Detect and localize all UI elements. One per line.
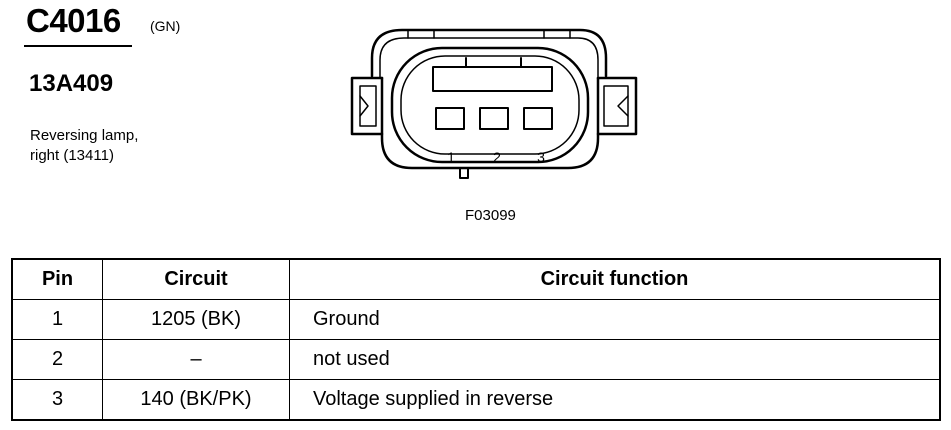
pin-label-3: 3 [537,149,545,165]
terminal-cavity-3 [523,107,553,130]
bottom-key [459,167,469,179]
table-row: 2 – not used [11,339,941,380]
side-tab-right-inner [603,85,629,127]
connector-id-underline [24,45,132,47]
header-pin: Pin [11,258,103,300]
pin-label-1: 1 [447,149,455,165]
connector-color: (GN) [150,18,181,34]
description: Reversing lamp, right (13411) [30,126,138,166]
table-row: 3 140 (BK/PK) Voltage supplied in revers… [11,379,941,421]
table-header-row: Pin Circuit Circuit function [11,258,941,300]
connector-id: C4016 [26,2,121,39]
description-line-1: Reversing lamp, [30,127,139,144]
header-circuit-function: Circuit function [289,258,941,300]
connector-cavity [400,55,580,155]
description-line-2: right (13411) [30,147,114,164]
latch-right [543,29,571,39]
table-row: 1 1205 (BK) Ground [11,299,941,340]
connector-housing [390,46,590,164]
side-tab-right-detail [617,95,629,117]
connector-outer-shell [370,28,608,78]
side-tab-right [596,76,638,136]
latch-left [407,29,435,39]
function-cell: Voltage supplied in reverse [289,379,941,421]
side-tab-left [350,76,384,136]
key-slot [432,66,553,92]
circuit-cell: 1205 (BK) [102,299,290,340]
connector-body [380,76,600,170]
pin-label-2: 2 [493,149,501,165]
side-tab-left-detail [359,95,369,117]
side-tab-left-inner [359,85,377,127]
circuit-cell: 140 (BK/PK) [102,379,290,421]
pin-cell: 1 [11,299,103,340]
pin-cell: 2 [11,339,103,380]
connector-outer-shell-inner [379,37,599,79]
circuit-cell: – [102,339,290,380]
pin-cell: 3 [11,379,103,421]
figure-code: F03099 [465,207,516,224]
header-circuit: Circuit [102,258,290,300]
function-cell: not used [289,339,941,380]
connector-diagram: 1 2 3 [350,28,638,179]
terminal-cavity-2 [479,107,509,130]
function-cell: Ground [289,299,941,340]
pin-table: Pin Circuit Circuit function 1 1205 (BK)… [11,258,941,421]
terminal-cavity-1 [435,107,465,130]
part-number: 13A409 [29,70,114,97]
